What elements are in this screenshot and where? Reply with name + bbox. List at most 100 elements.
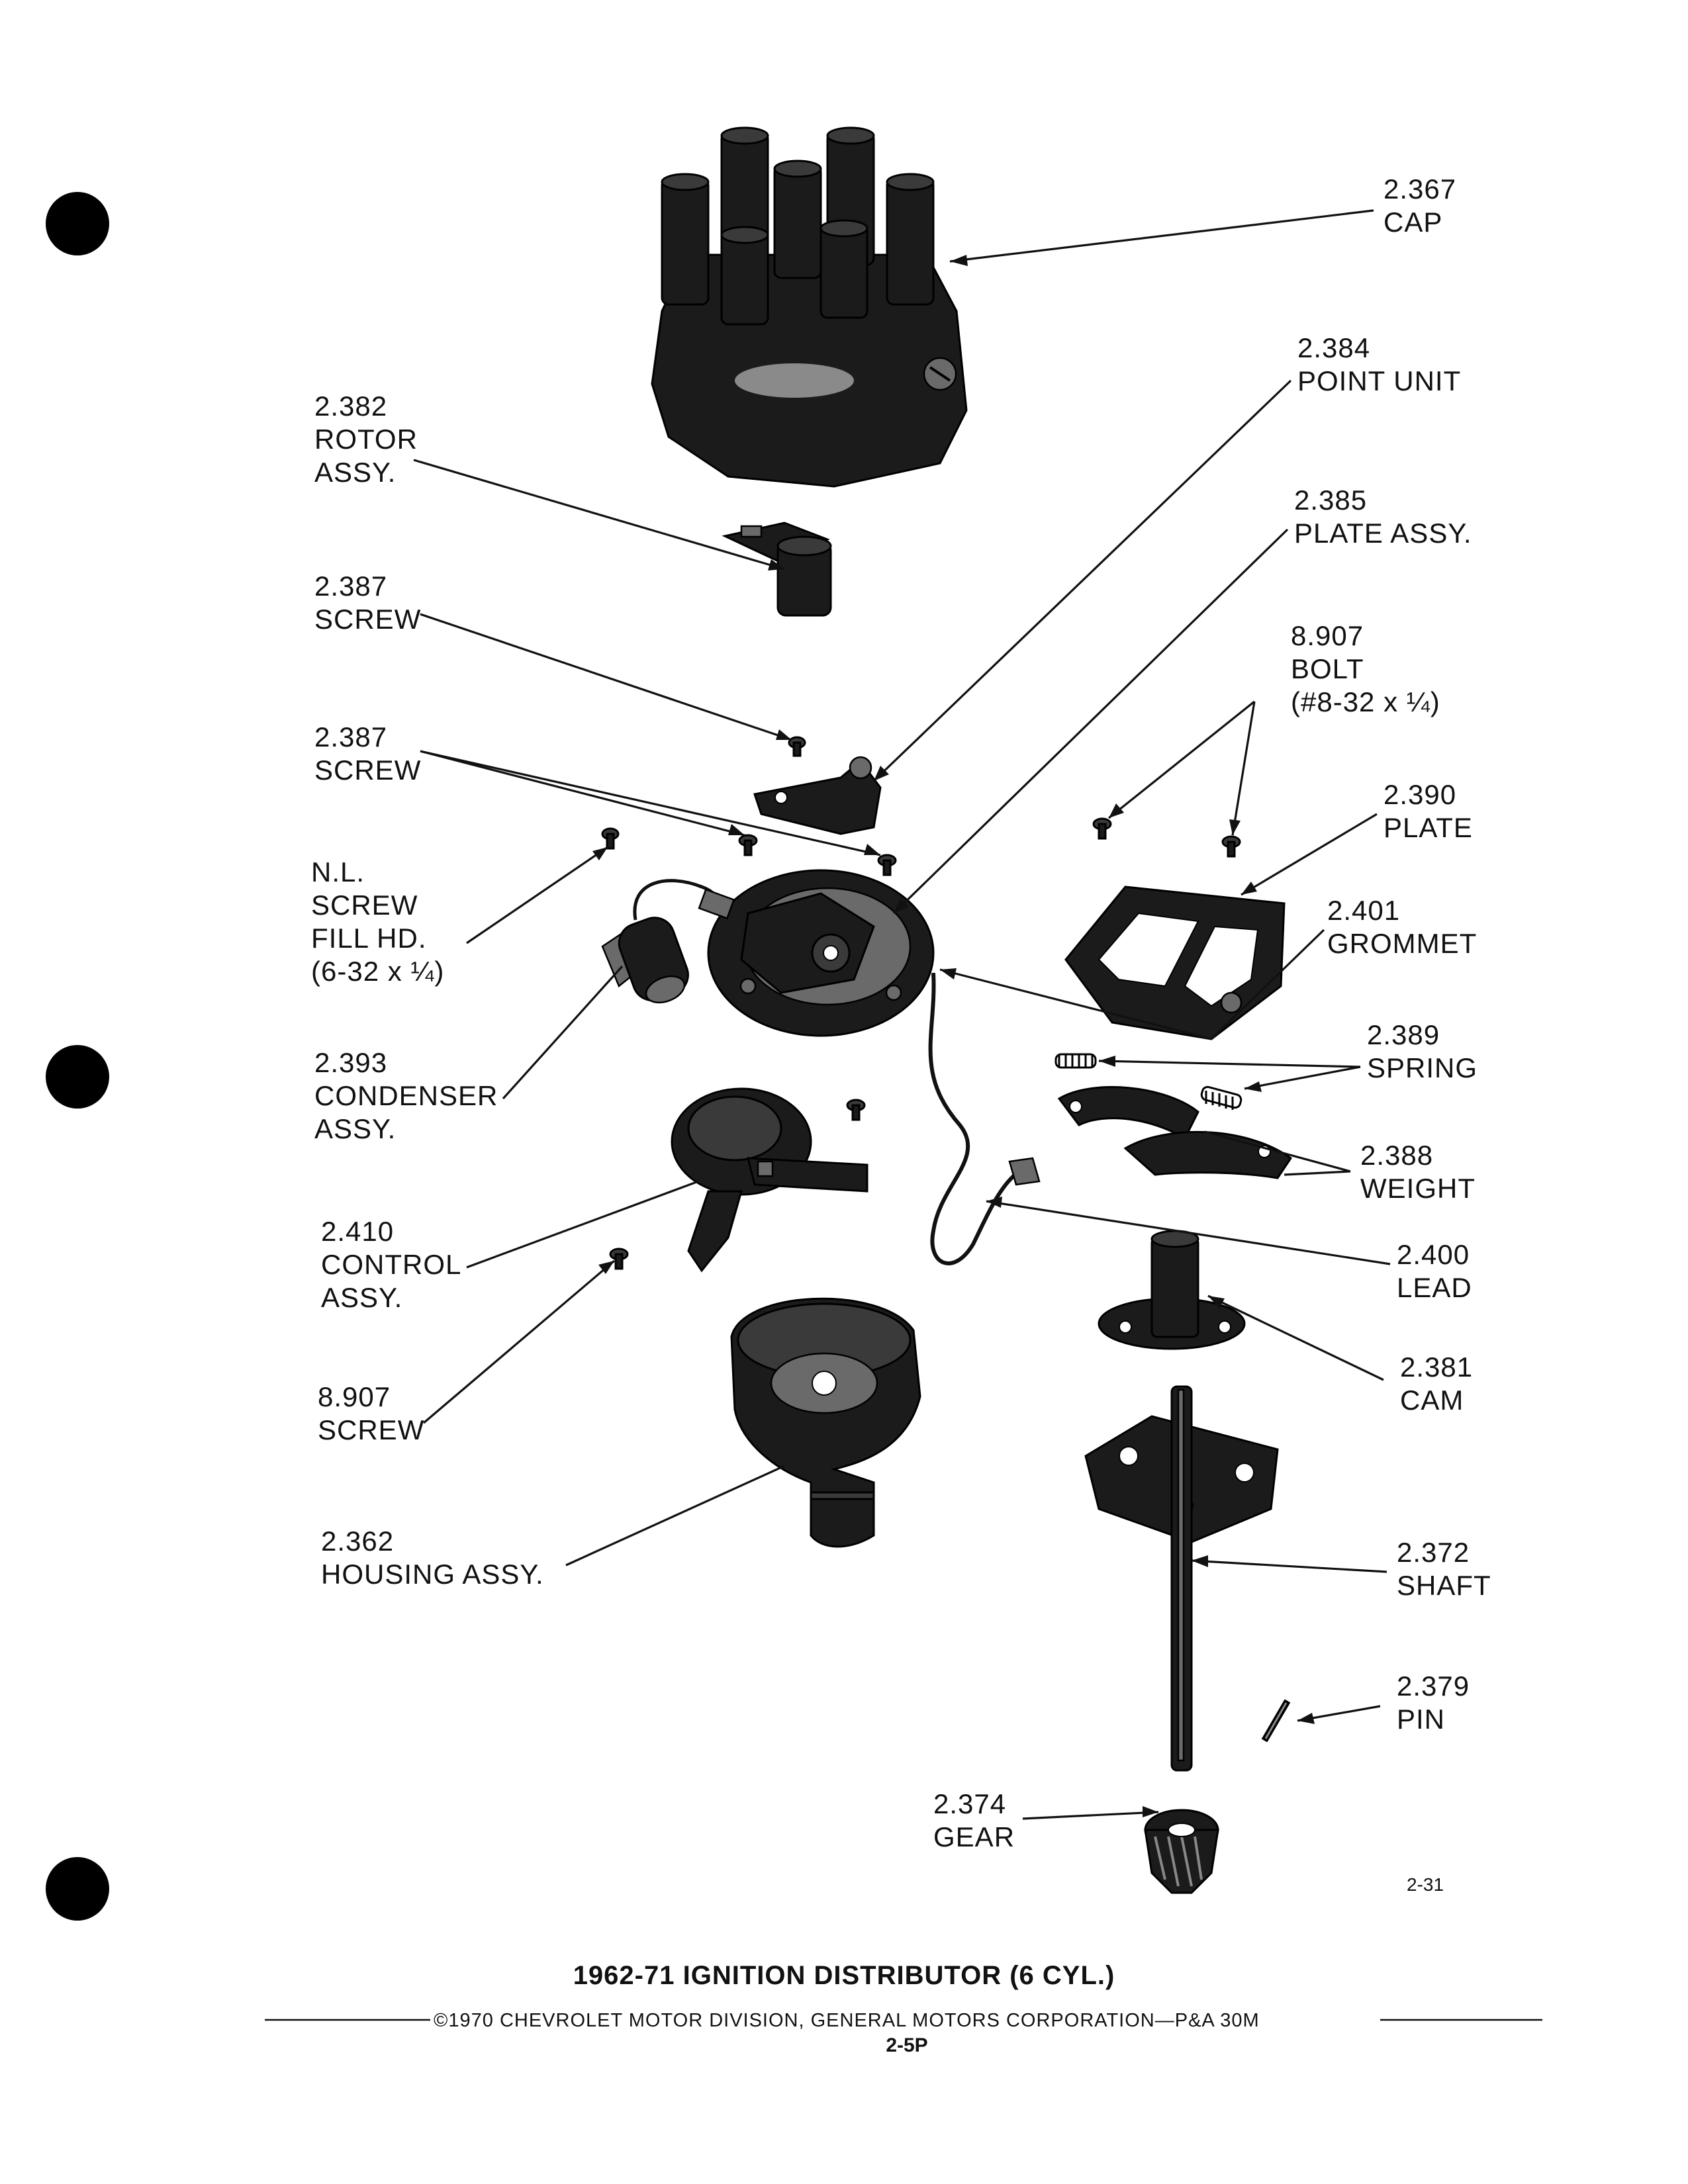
shaft-illustration	[1084, 1385, 1279, 1772]
condenser-name-line1: CONDENSER	[314, 1080, 498, 1111]
weight-lower-illustration	[1123, 1130, 1293, 1179]
nl-screw-line1: N.L.	[311, 856, 365, 887]
shaft-name: SHAFT	[1397, 1570, 1491, 1601]
pin-illustration	[1261, 1699, 1291, 1743]
plate-2390-illustration	[1064, 886, 1286, 1040]
control-name-line2: ASSY.	[321, 1282, 402, 1313]
callout-nl-screw: N.L. SCREW FILL HD. (6-32 x ¼)	[311, 856, 444, 987]
nl-screw-illustration	[601, 827, 620, 850]
leader-lines	[413, 209, 1391, 1820]
callout-shaft: 2.372 SHAFT	[1397, 1537, 1491, 1601]
screw-upper-name: SCREW	[314, 604, 421, 635]
control-name-line1: CONTROL	[321, 1249, 461, 1280]
callout-bolt: 8.907 BOLT (#8-32 x ¼)	[1291, 620, 1440, 717]
binder-hole-middle	[46, 1045, 109, 1109]
callout-point-unit: 2.384 POINT UNIT	[1297, 332, 1461, 396]
weight-name: WEIGHT	[1360, 1173, 1476, 1204]
spring-lower-illustration	[1200, 1085, 1243, 1110]
cap-illustration	[651, 126, 968, 488]
spring-number: 2.389	[1367, 1019, 1440, 1050]
callout-gear: 2.374 GEAR	[933, 1788, 1015, 1852]
page-number: 2-5P	[886, 2034, 927, 2056]
pin-number: 2.379	[1397, 1670, 1470, 1702]
footer-copyright: ©1970 CHEVROLET MOTOR DIVISION, GENERAL …	[434, 2010, 1260, 2031]
binder-hole-top	[46, 192, 109, 255]
screw-2387-lower-left-illustration	[738, 834, 758, 856]
rotor-illustration	[722, 522, 832, 617]
screw-8907-illustration	[609, 1248, 629, 1270]
callout-condenser: 2.393 CONDENSER ASSY.	[314, 1047, 498, 1144]
binder-hole-bottom	[46, 1857, 109, 1921]
nl-screw-line4: (6-32 x ¼)	[311, 956, 444, 987]
lead-name: LEAD	[1397, 1272, 1472, 1303]
screw-2387-upper-illustration	[788, 736, 806, 757]
callout-cap: 2.367 CAP	[1383, 173, 1456, 238]
callout-control: 2.410 CONTROL ASSY.	[321, 1216, 461, 1313]
spring-name: SPRING	[1367, 1052, 1477, 1083]
cam-name: CAM	[1400, 1385, 1464, 1416]
cap-number: 2.367	[1383, 173, 1456, 205]
callout-screw-lower: 2.387 SCREW	[314, 721, 421, 786]
bolt-8907-right-illustration	[1221, 835, 1241, 858]
housing-name: HOUSING ASSY.	[321, 1559, 544, 1590]
callout-housing: 2.362 HOUSING ASSY.	[321, 1525, 544, 1590]
control-number: 2.410	[321, 1216, 394, 1247]
cam-number: 2.381	[1400, 1351, 1473, 1383]
callout-weight: 2.388 WEIGHT	[1360, 1140, 1476, 1204]
callout-pin: 2.379 PIN	[1397, 1670, 1470, 1735]
rotor-number: 2.382	[314, 390, 387, 422]
screw-8907-number: 8.907	[318, 1381, 391, 1412]
callout-plate-assy: 2.385 PLATE ASSY.	[1294, 484, 1472, 549]
bolt-8907-left-illustration	[1092, 817, 1112, 840]
plate-assembly-illustration	[707, 869, 935, 1037]
plate-number: 2.390	[1383, 779, 1456, 810]
plate-assy-name: PLATE ASSY.	[1294, 518, 1472, 549]
screw-lower-name: SCREW	[314, 754, 421, 786]
cam-illustration	[1098, 1230, 1246, 1350]
weight-upper-illustration	[1057, 1086, 1199, 1140]
figure-number: 2-31	[1407, 1874, 1444, 1895]
callout-lead: 2.400 LEAD	[1397, 1239, 1472, 1303]
pin-name: PIN	[1397, 1704, 1445, 1735]
callout-plate: 2.390 PLATE	[1383, 779, 1473, 843]
bolt-spec: (#8-32 x ¼)	[1291, 686, 1440, 717]
bolt-number: 8.907	[1291, 620, 1364, 651]
plate-name: PLATE	[1383, 812, 1473, 843]
screw-loose-illustration	[846, 1099, 866, 1121]
rotor-name-line1: ROTOR	[314, 424, 418, 455]
point-unit-name: POINT UNIT	[1297, 365, 1461, 396]
bolt-name: BOLT	[1291, 653, 1364, 684]
nl-screw-line2: SCREW	[311, 889, 418, 921]
plate-assy-number: 2.385	[1294, 484, 1367, 516]
lead-number: 2.400	[1397, 1239, 1470, 1270]
shaft-number: 2.372	[1397, 1537, 1470, 1568]
condenser-illustration	[601, 879, 735, 1004]
nl-screw-line3: FILL HD.	[311, 923, 426, 954]
grommet-number: 2.401	[1327, 895, 1400, 926]
lead-wire-illustration	[928, 972, 1041, 1265]
gear-number: 2.374	[933, 1788, 1006, 1819]
housing-assembly-illustration	[730, 1297, 921, 1548]
callout-rotor: 2.382 ROTOR ASSY.	[314, 390, 418, 488]
rotor-name-line2: ASSY.	[314, 457, 396, 488]
callout-spring: 2.389 SPRING	[1367, 1019, 1477, 1083]
callout-cam: 2.381 CAM	[1400, 1351, 1473, 1416]
housing-number: 2.362	[321, 1525, 394, 1557]
cap-name: CAP	[1383, 206, 1442, 238]
point-unit-illustration	[753, 756, 882, 835]
grommet-name: GROMMET	[1327, 928, 1477, 959]
gear-name: GEAR	[933, 1821, 1015, 1852]
gear-illustration	[1144, 1809, 1219, 1894]
screw-8907-name: SCREW	[318, 1414, 424, 1445]
condenser-number: 2.393	[314, 1047, 387, 1078]
spring-upper-illustration	[1055, 1053, 1097, 1069]
callout-grommet: 2.401 GROMMET	[1327, 895, 1477, 959]
screw-lower-number: 2.387	[314, 721, 387, 752]
screw-2387-lower-right-illustration	[877, 854, 897, 876]
callout-screw-upper: 2.387 SCREW	[314, 570, 421, 635]
control-assembly-illustration	[671, 1087, 868, 1273]
condenser-name-line2: ASSY.	[314, 1113, 396, 1144]
screw-upper-number: 2.387	[314, 570, 387, 602]
point-unit-number: 2.384	[1297, 332, 1370, 363]
